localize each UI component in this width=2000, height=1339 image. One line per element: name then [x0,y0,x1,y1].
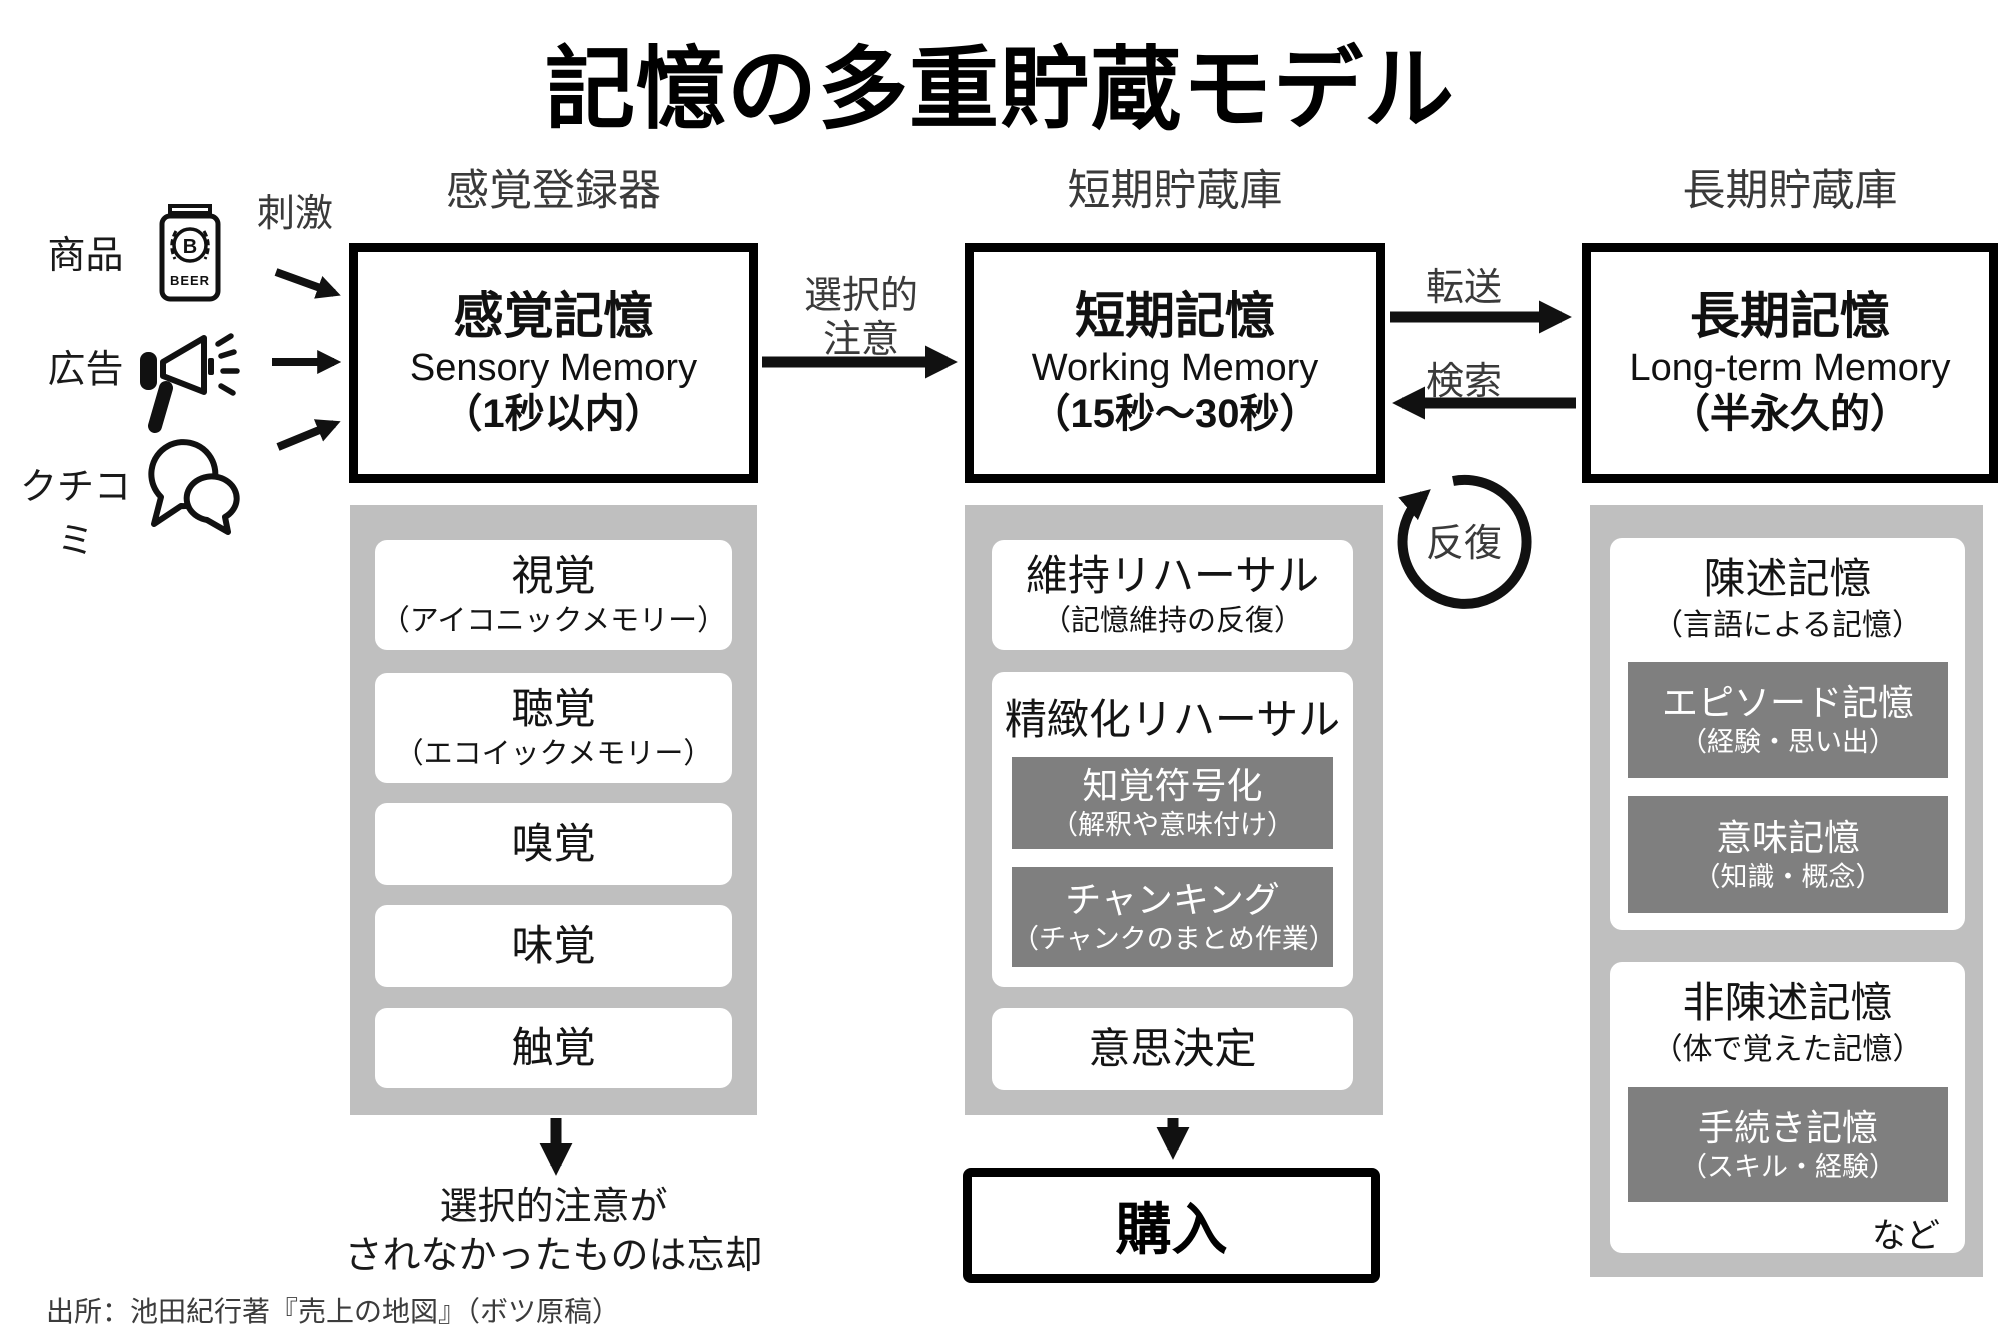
panel-item-title: 味覚 [511,921,596,969]
forgetting-note: 選択的注意が されなかったものは忘却 [300,1183,807,1280]
purchase-box: 購入 [963,1168,1380,1283]
panel-item-note: （体で覚えた記憶） [1652,1033,1923,1067]
box-duration: （半永久的） [1670,392,1910,437]
panel-item-smell: 嗅覚 [375,803,732,885]
short-term-memory-box: 短期記憶 Working Memory （15秒～30秒） [965,243,1385,483]
panel-item-note: （アイコニックメモリー） [380,604,727,637]
panel-item-touch: 触覚 [375,1008,732,1088]
panel-item-title: 精緻化リハーサル [1004,696,1341,743]
panel-item-visual: 視覚 （アイコニックメモリー） [375,540,732,650]
selective-attention-label-line2: 注意 [822,319,899,361]
sub-item-title: チャンキング [1065,879,1280,921]
panel-item-note: （言語による記憶） [1652,609,1923,643]
forgetting-note-line1: 選択的注意が [439,1186,668,1228]
box-subtitle: Sensory Memory [409,347,698,390]
sub-item-title: エピソード記憶 [1661,682,1914,724]
repetition-label: 反復 [1425,523,1502,565]
column-header-long-term-store: 長期貯蔵庫 [1682,167,1898,215]
panel-item-auditory: 聴覚 （エコイックメモリー） [375,673,732,783]
sub-item-note: （知識・概念） [1693,861,1883,892]
sub-item-note: （チャンクのまとめ作業） [1012,924,1336,955]
page-title: 記憶の多重貯蔵モデル [545,40,1455,140]
panel-item-title: 触覚 [511,1023,596,1071]
box-title: 感覚記憶 [453,288,654,345]
etcetera-label: など [1872,1217,1940,1255]
beer-brand-letter: B [183,236,197,258]
sub-item-note: （スキル・経験） [1680,1151,1896,1182]
box-subtitle: Working Memory [1031,347,1319,390]
box-title: 短期記憶 [1075,288,1275,345]
box-subtitle: Long-term Memory [1629,347,1951,390]
column-header-short-term-store: 短期貯蔵庫 [1067,167,1283,215]
panel-item-taste: 味覚 [375,905,732,987]
megaphone-icon [140,333,240,433]
transfer-label: 転送 [1425,267,1502,309]
stimulus-label: 刺激 [256,193,333,235]
sub-item-title: 意味記憶 [1715,816,1860,858]
input-label-word-of-mouth: クチコミ [20,466,131,561]
sub-item-procedural-memory: 手続き記憶 （スキル・経験） [1628,1087,1948,1202]
long-term-memory-box: 長期記憶 Long-term Memory （半永久的） [1582,243,1998,483]
speech-bubbles-icon [148,439,240,535]
source-citation: 出所：池田紀行著『売上の地図』（ボツ原稿） [46,1296,621,1327]
sub-item-episodic-memory: エピソード記憶 （経験・思い出） [1628,662,1948,778]
input-label-product: 商品 [47,235,124,277]
beer-can-icon: B BEER [159,204,221,302]
sensory-memory-box: 感覚記憶 Sensory Memory （1秒以内） [349,243,758,483]
sub-item-note: （解釈や意味付け） [1051,810,1294,841]
retrieval-label: 検索 [1425,361,1502,403]
arrow-product-stimulus [274,268,341,299]
beer-brand-word: BEER [170,273,210,288]
panel-item-decision-making: 意思決定 [992,1008,1353,1090]
selective-attention-label-line1: 選択的 [803,275,918,317]
input-label-advertising: 広告 [47,349,124,391]
panel-item-title: 嗅覚 [511,819,596,867]
panel-item-maintenance-rehearsal: 維持リハーサル （記憶維持の反復） [992,540,1353,650]
sub-item-title: 知覚符号化 [1082,765,1263,807]
sub-item-note: （経験・思い出） [1680,727,1896,758]
sub-item-chunking: チャンキング （チャンクのまとめ作業） [1012,867,1336,967]
panel-item-title: 視覚 [511,551,596,599]
panel-item-note: （記憶維持の反復） [1041,604,1303,637]
column-header-sensory-register: 感覚登録器 [446,167,661,215]
forgetting-note-line2: されなかったものは忘却 [344,1234,763,1277]
sub-item-title: 手続き記憶 [1697,1106,1878,1148]
panel-item-title: 陳述記憶 [1703,555,1872,602]
panel-item-title: 聴覚 [511,684,596,732]
arrow-word-of-mouth-stimulus [276,419,341,451]
box-title: 長期記憶 [1690,288,1890,345]
panel-item-note: （エコイックメモリー） [394,737,713,770]
panel-item-title: 意思決定 [1088,1024,1257,1072]
box-duration: （1秒以内） [442,392,665,437]
box-duration: （15秒～30秒） [1030,392,1320,437]
sub-item-perceptual-encoding: 知覚符号化 （解釈や意味付け） [1012,757,1333,849]
panel-item-title: 維持リハーサル [1025,551,1320,599]
sub-item-semantic-memory: 意味記憶 （知識・概念） [1628,796,1948,913]
panel-item-title: 非陳述記憶 [1682,979,1893,1026]
